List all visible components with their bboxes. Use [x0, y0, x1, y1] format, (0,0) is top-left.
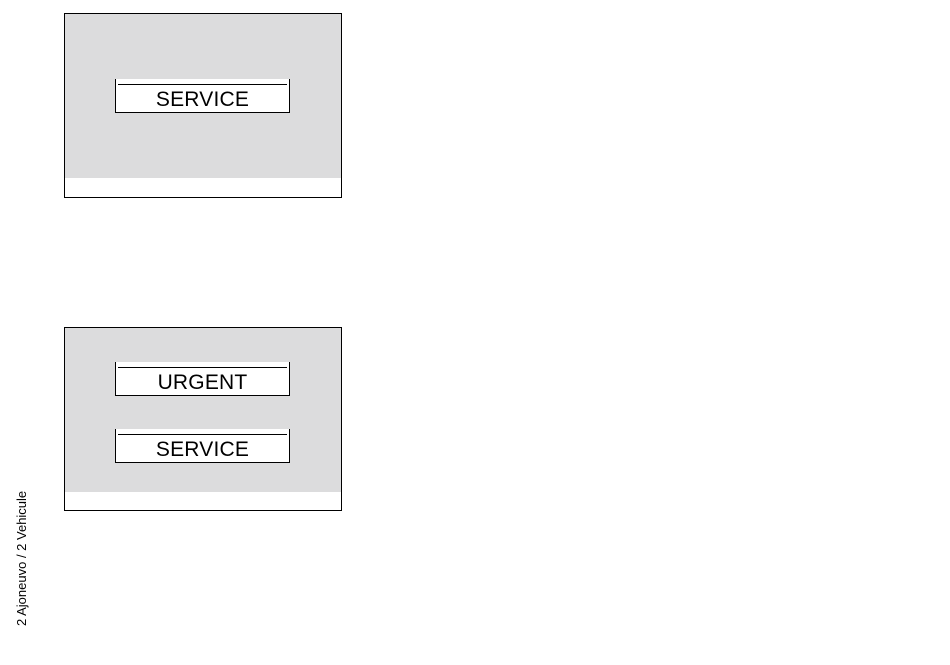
- urgent-indicator-text: URGENT: [116, 372, 289, 394]
- display-screen: SERVICE: [65, 14, 341, 178]
- service-indicator: SERVICE: [115, 429, 290, 463]
- service-indicator-text: SERVICE: [116, 439, 289, 461]
- page-side-caption: 2 Ajoneuvo / 2 Vehicule: [14, 491, 30, 626]
- service-indicator-text: SERVICE: [116, 89, 289, 111]
- display-illustration-urgent-service: URGENT SERVICE: [64, 327, 342, 511]
- service-indicator: SERVICE: [115, 79, 290, 113]
- display-illustration-service: SERVICE: [64, 13, 342, 198]
- urgent-indicator: URGENT: [115, 362, 290, 396]
- display-screen: URGENT SERVICE: [65, 328, 341, 492]
